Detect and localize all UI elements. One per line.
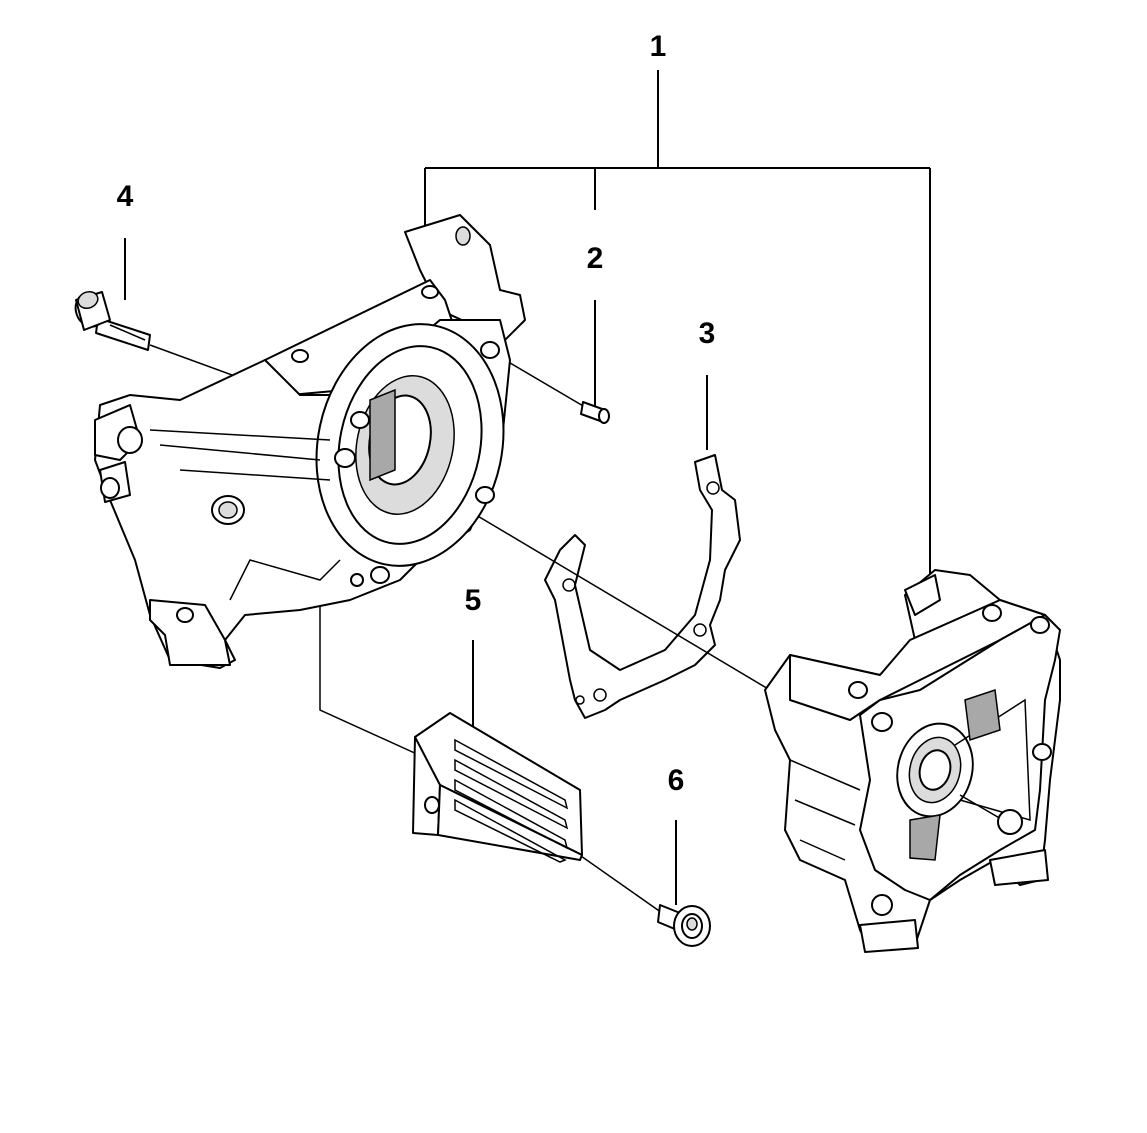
callout-3: 3 (699, 317, 716, 350)
flange-screw-part-6 (657, 904, 711, 947)
callout-4: 4 (117, 180, 134, 213)
callout-1: 1 (650, 30, 667, 63)
axis-line-plate (319, 600, 431, 761)
dowel-pin-part-2 (580, 401, 610, 424)
callout-5: 5 (465, 584, 482, 617)
socket-screw-part-4 (74, 290, 151, 351)
callout-6: 6 (668, 764, 685, 797)
axis-line-pin-2 (504, 359, 591, 411)
heat-shield-plate-part-5 (412, 712, 583, 863)
crankcase-left-half (94, 214, 526, 669)
crankcase-right-half (764, 569, 1061, 953)
plate-slots (454, 738, 569, 863)
callout-labels: 1 2 3 4 5 6 (117, 30, 716, 797)
callout-2: 2 (587, 242, 604, 275)
bracket-1 (424, 70, 931, 580)
gasket-part-3 (544, 454, 741, 719)
